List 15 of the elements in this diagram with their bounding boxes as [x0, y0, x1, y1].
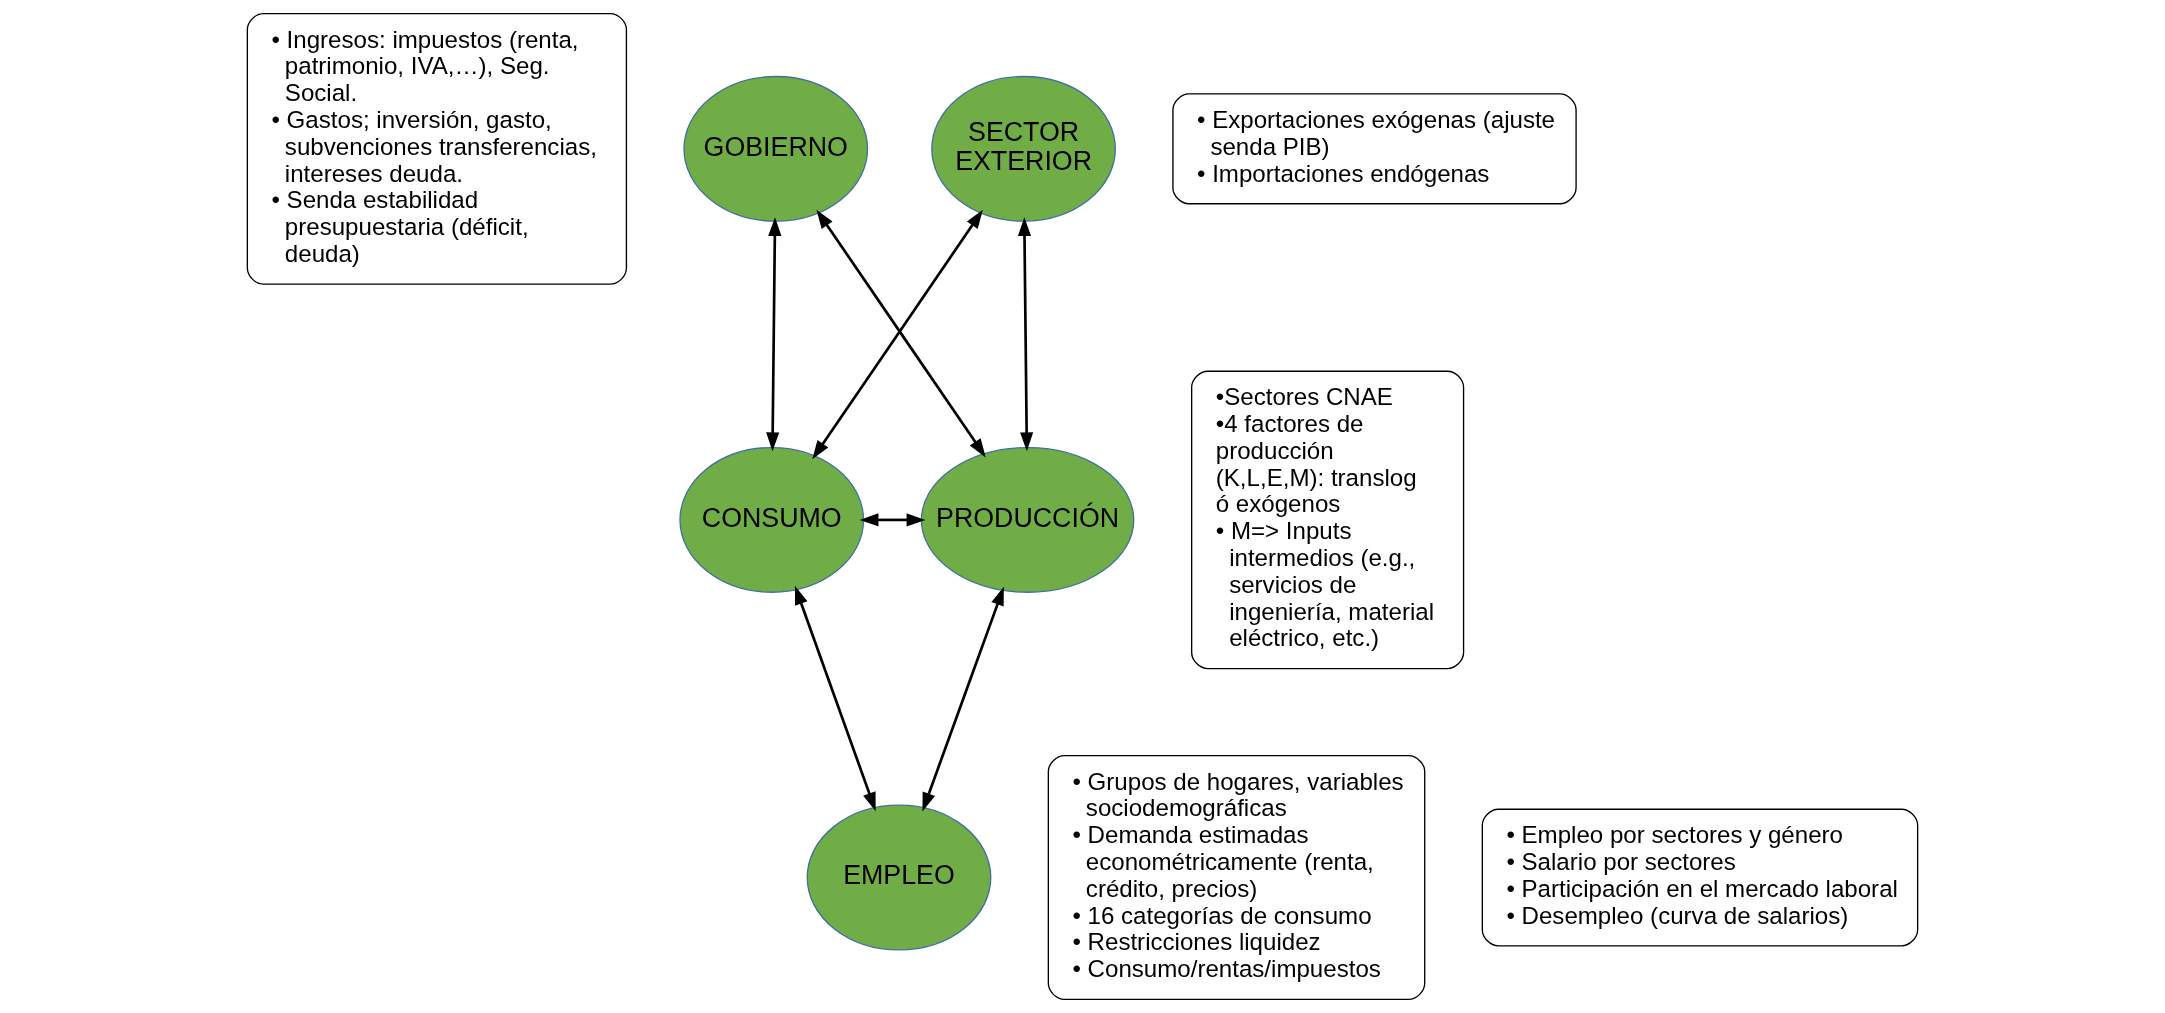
node-ellipse: CONSUMO: [679, 446, 865, 593]
node-box: • Grupos de hogares, variables sociodemográficas • Demanda estimadas econométricamente (renta, crédito, precios) • 16 categorías de consumo • Restricciones liquidez • Consumo/rentas/impuestos: [1047, 754, 1426, 1001]
node-box: • Exportaciones exógenas (ajuste senda PIB) • Importaciones endógenas: [1172, 93, 1577, 205]
node-box: • Empleo por sectores y género • Salario por sectores • Participación en el mercado laboral • Desempleo (curva de salarios): [1481, 808, 1919, 947]
node-ellipse: PRODUCCIÓN: [920, 446, 1135, 593]
arrow: [1017, 217, 1034, 452]
arrow: [794, 585, 876, 812]
arrow: [766, 217, 782, 452]
arrow: [859, 513, 926, 527]
node-ellipse: GOBIERNO: [683, 75, 869, 222]
node-ellipse: SECTOR EXTERIOR: [931, 75, 1116, 222]
node-box: •Sectores CNAE •4 factores de producción (K,L,E,M): translog ó exógenos • M=> Inputs intermedios (e.g., servicios de ingeniería, material eléctrico, etc.): [1191, 370, 1465, 670]
node-ellipse: EMPLEO: [806, 804, 992, 951]
node-box: • Ingresos: impuestos (renta, patrimonio, IVA,…), Seg. Social. • Gastos; inversión, gasto, subvenciones transferencias, intereses deuda. • Senda estabilidad presupuestaria (déficit, deuda): [246, 12, 628, 285]
arrow: [922, 586, 1004, 812]
